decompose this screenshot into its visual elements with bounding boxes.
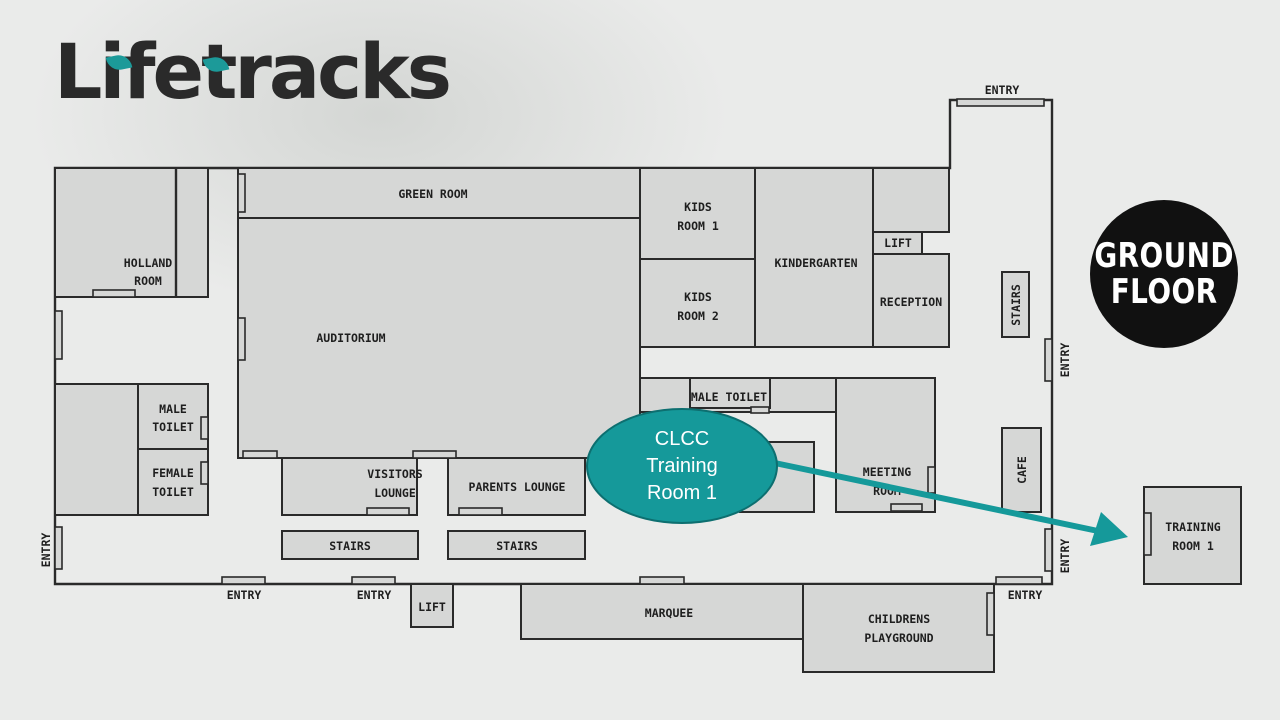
door xyxy=(92,289,136,298)
door xyxy=(200,416,209,440)
marquee xyxy=(520,583,804,640)
door xyxy=(237,173,246,213)
cafe-label: CAFE xyxy=(1015,456,1029,484)
meeting-room xyxy=(835,377,936,513)
door xyxy=(200,461,209,485)
entry-label-bottom-3: ENTRY xyxy=(1008,588,1043,602)
lifetracks-logo: Lifetracks xyxy=(54,27,452,116)
male-toilet-left xyxy=(137,383,209,450)
meeting-room-label: MEETING xyxy=(863,465,912,479)
holland-room-label: ROOM xyxy=(134,274,162,288)
reception xyxy=(872,253,950,348)
door xyxy=(1143,512,1152,556)
callout-line-1: CLCC xyxy=(654,427,710,450)
holland-room xyxy=(54,167,209,298)
kids-room-2 xyxy=(639,258,756,348)
badge-line-1: GROUND xyxy=(1094,236,1234,276)
entry-label-right-1: ENTRY xyxy=(1058,343,1072,378)
parents-lounge-label: PARENTS LOUNGE xyxy=(469,480,566,494)
training-room-label: TRAINING xyxy=(1165,520,1220,534)
door xyxy=(750,406,770,414)
stairs-a xyxy=(281,530,419,560)
direction-arrow-head xyxy=(1090,512,1128,546)
callout-line-2: Training xyxy=(646,454,718,477)
door xyxy=(54,310,63,360)
door xyxy=(927,466,936,494)
auditorium-label: AUDITORIUM xyxy=(316,331,385,345)
door xyxy=(54,526,63,570)
kindergarten xyxy=(754,167,874,348)
door xyxy=(995,576,1043,585)
door xyxy=(1044,528,1053,572)
childrens-playground-label: PLAYGROUND xyxy=(864,631,933,645)
parents-lounge xyxy=(447,457,586,516)
door xyxy=(366,507,410,516)
visitors-lounge-label: LOUNGE xyxy=(374,486,416,500)
stairs-right-label: STAIRS xyxy=(1009,284,1023,326)
stairs-a-label: STAIRS xyxy=(329,539,371,553)
visitors-lounge-label: VISITORS xyxy=(367,467,422,481)
male-toilet-mid-label: MALE TOILET xyxy=(691,390,767,404)
holland-room-label: HOLLAND xyxy=(124,256,173,270)
entry-label-top: ENTRY xyxy=(985,83,1020,97)
male-toilet-mid xyxy=(689,377,771,409)
kids-room-1-label: ROOM 1 xyxy=(677,219,719,233)
visitors-lounge xyxy=(281,457,418,516)
entry-label-left: ENTRY xyxy=(39,533,53,568)
entry-label-right-2: ENTRY xyxy=(1058,539,1072,574)
female-toilet-label: FEMALE xyxy=(152,466,194,480)
reception-label: RECEPTION xyxy=(880,295,942,309)
marquee-label: MARQUEE xyxy=(645,606,694,620)
door xyxy=(1044,338,1053,382)
top-right-room xyxy=(872,167,950,233)
clcc-training-room-callout: CLCC Training Room 1 xyxy=(586,408,778,524)
lift-bottom-label: LIFT xyxy=(418,600,446,614)
stairs-b-label: STAIRS xyxy=(496,539,538,553)
female-toilet-label: TOILET xyxy=(152,485,194,499)
kindergarten-label: KINDERGARTEN xyxy=(774,256,857,270)
direction-arrow-line xyxy=(769,459,1099,534)
male-toilet-left-label: TOILET xyxy=(152,420,194,434)
kids-room-2-label: KIDS xyxy=(684,290,712,304)
callout-line-3: Room 1 xyxy=(646,481,718,504)
door xyxy=(351,576,396,585)
stairs-b xyxy=(447,530,586,560)
cafe xyxy=(1001,427,1042,513)
training-room-1 xyxy=(1143,486,1242,585)
training-room-label: ROOM 1 xyxy=(1172,539,1214,553)
kids-room-1-label: KIDS xyxy=(684,200,712,214)
childrens-playground xyxy=(802,583,995,673)
door xyxy=(458,507,503,516)
badge-line-2: FLOOR xyxy=(1110,272,1218,312)
door xyxy=(986,592,995,636)
kids-room-2-label: ROOM 2 xyxy=(677,309,719,323)
entry-label-bottom-2: ENTRY xyxy=(357,588,392,602)
door xyxy=(956,98,1045,107)
childrens-playground-label: CHILDRENS xyxy=(868,612,930,626)
door xyxy=(221,576,266,585)
door xyxy=(890,503,923,512)
door xyxy=(237,317,246,361)
female-toilet xyxy=(137,448,209,516)
male-toilet-left-label: MALE xyxy=(159,402,187,416)
lift-bottom xyxy=(410,583,454,628)
lift-top-label: LIFT xyxy=(884,236,912,250)
door xyxy=(242,450,278,459)
door xyxy=(412,450,457,459)
door xyxy=(639,576,685,585)
green-room-label: GREEN ROOM xyxy=(398,187,467,201)
stairs-right xyxy=(1001,271,1030,338)
ground-floor-badge: GROUND FLOOR xyxy=(1090,200,1238,348)
entry-label-bottom-1: ENTRY xyxy=(227,588,262,602)
auditorium xyxy=(237,217,641,459)
kids-room-1 xyxy=(639,167,756,260)
